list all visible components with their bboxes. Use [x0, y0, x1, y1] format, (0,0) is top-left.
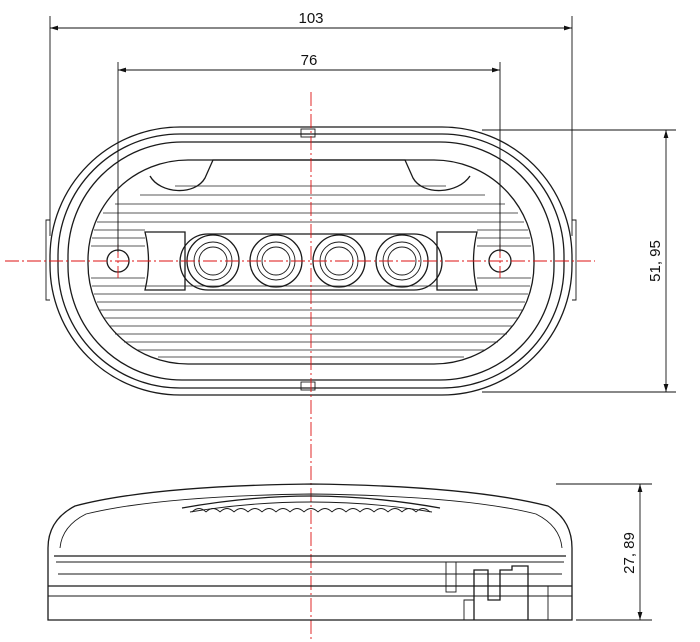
- led-ring: [261, 246, 291, 276]
- top-boss: [149, 159, 471, 192]
- led-carrier: [144, 231, 186, 291]
- right-tab: [572, 219, 577, 301]
- side-lens-lower: [189, 501, 433, 513]
- dimension-overall-height: 51, 95: [482, 129, 676, 393]
- dim-overall-height-label: 51, 95: [647, 240, 664, 282]
- left-tab: [45, 219, 50, 301]
- dimension-overall-width: 103: [49, 10, 573, 236]
- side-view: [47, 483, 573, 621]
- connector-body: [473, 565, 529, 620]
- top-notch: [300, 128, 316, 138]
- lens-bump-path: [191, 508, 431, 513]
- side-lens-dome: [181, 495, 441, 509]
- dim-depth-label: 27, 89: [621, 532, 638, 574]
- clip-slot: [445, 561, 457, 593]
- led-carrier-right: [436, 231, 478, 291]
- top-view: [5, 92, 595, 642]
- side-right-step: [540, 585, 549, 620]
- side-body-inner: [59, 493, 563, 549]
- dimension-hole-spacing: 76: [117, 52, 501, 252]
- dim-hole-spacing-label: 76: [301, 52, 318, 69]
- connector-step: [463, 599, 474, 620]
- bottom-notch: [300, 381, 316, 391]
- dim-overall-width-label: 103: [298, 10, 323, 27]
- side-lens-texture: [191, 508, 431, 513]
- dimension-depth: 27, 89: [556, 483, 652, 621]
- side-body-outline: [47, 483, 573, 621]
